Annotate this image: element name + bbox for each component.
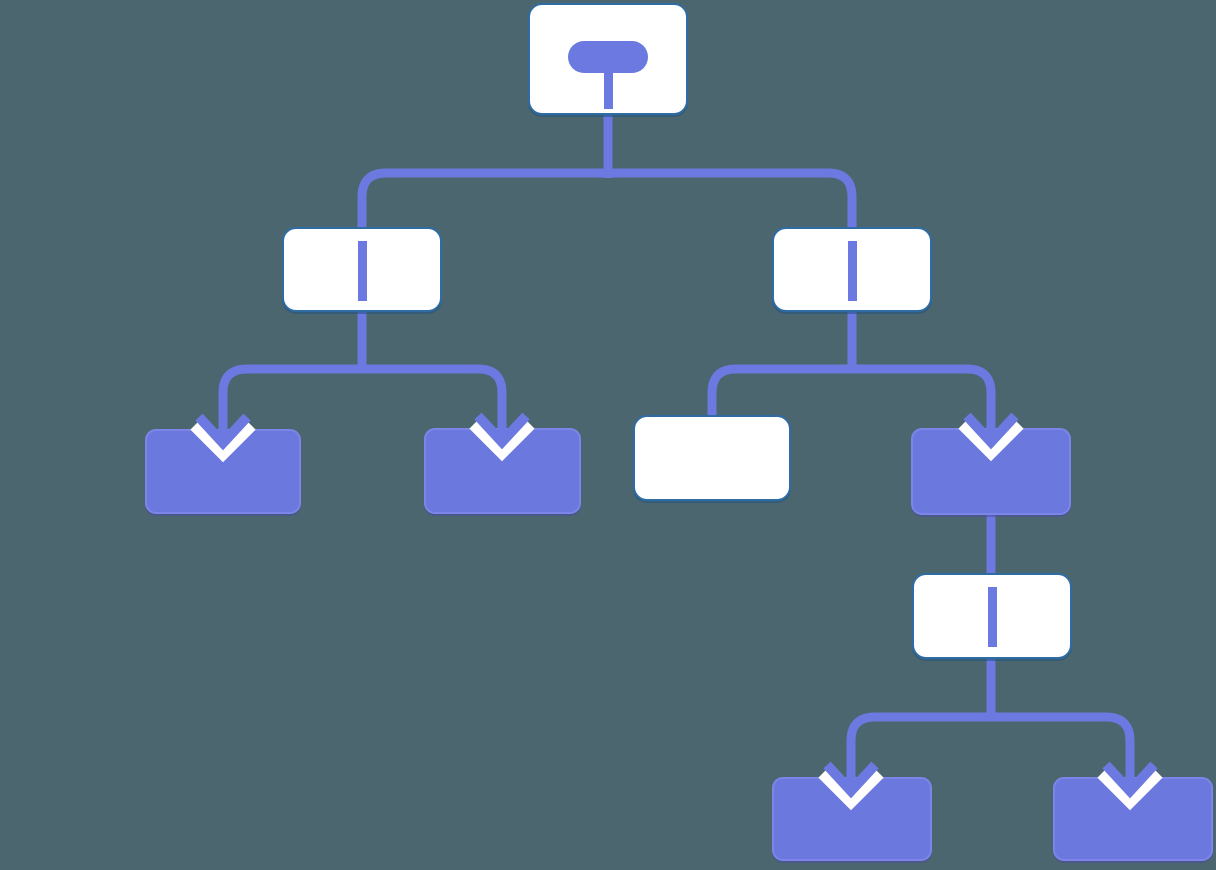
node-child-blank[interactable] <box>633 415 791 501</box>
pill-icon <box>568 41 648 73</box>
node-mid-purple[interactable] <box>911 428 1071 515</box>
connector-level2-left-branch <box>218 364 507 441</box>
vertical-bar-icon <box>847 241 857 301</box>
connector-level1-branch <box>357 168 857 231</box>
connector-level2-right-branch <box>707 364 996 441</box>
node-leaf-bottom-right[interactable] <box>1053 777 1213 861</box>
vertical-bar-icon <box>987 587 997 647</box>
node-leaf-bottom-left[interactable] <box>772 777 932 861</box>
pill-stem-icon <box>603 71 613 109</box>
node-branch-left[interactable] <box>282 227 442 312</box>
node-root[interactable] <box>528 3 688 115</box>
node-leaf-mid-left[interactable] <box>424 428 581 514</box>
node-branch-right[interactable] <box>772 227 932 312</box>
node-leaf-far-left[interactable] <box>145 429 301 514</box>
vertical-bar-icon <box>357 241 367 301</box>
connector-level3-branch <box>846 712 1135 781</box>
node-junction-lower[interactable] <box>912 573 1072 659</box>
